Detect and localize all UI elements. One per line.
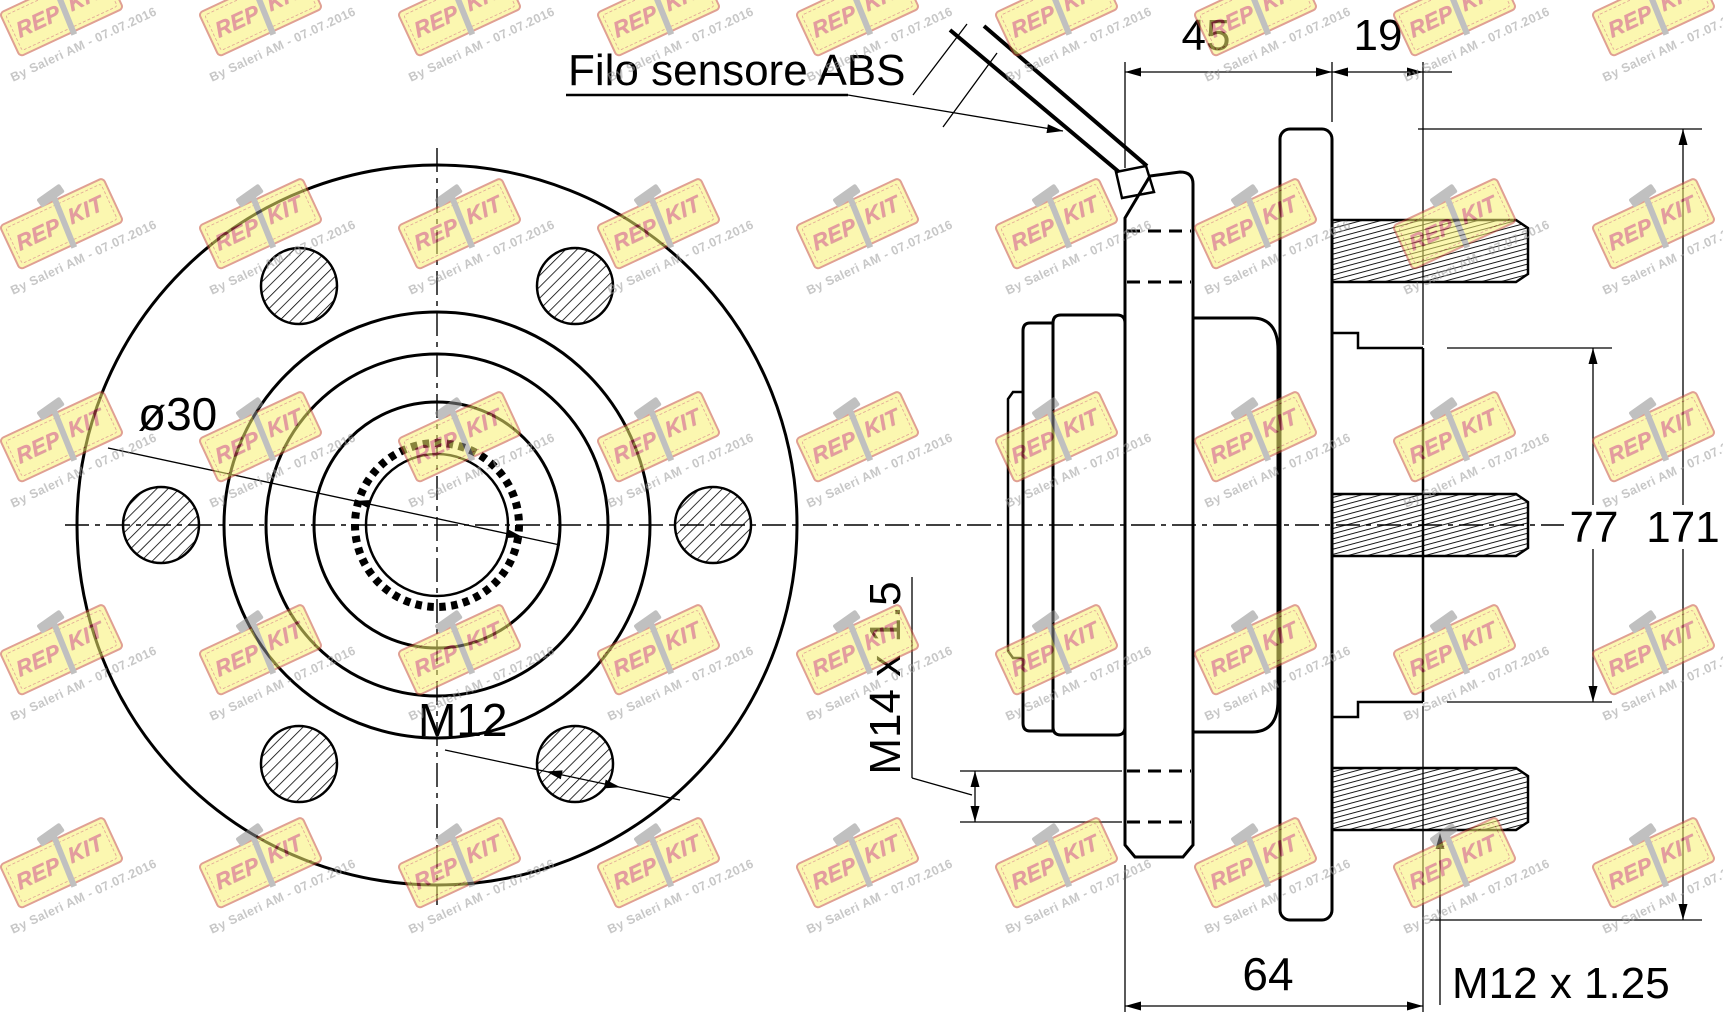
callout-knuckle-thread: M14 x 1.5 <box>861 577 1122 823</box>
wheel-stud <box>1330 766 1530 832</box>
abs-sensor-grommet <box>1114 164 1156 200</box>
spline-diameter-label: ø30 <box>138 388 217 440</box>
bolt-hole <box>121 485 201 565</box>
dim-77-value: 77 <box>1570 503 1619 552</box>
bearing-ring-left <box>1021 321 1055 733</box>
dim-64-value: 64 <box>1242 948 1293 1000</box>
dim-19-value: 19 <box>1354 11 1403 60</box>
abs-sensor-label: Filo sensore ABS <box>568 46 906 95</box>
dim-171-value: 171 <box>1646 503 1719 552</box>
callout-abs-sensor: Filo sensore ABS <box>566 46 1064 134</box>
wheel-stud <box>1330 492 1530 558</box>
wheel-stud <box>1330 218 1530 284</box>
pilot-spigot-bottom <box>1332 700 1423 719</box>
knuckle-thread-label: M14 x 1.5 <box>861 581 910 774</box>
bolt-hole <box>259 724 339 804</box>
dimension-171: 171 <box>1418 128 1723 921</box>
bolt-hole <box>535 724 615 804</box>
stud-thread-label: M12 x 1.25 <box>1452 959 1670 1008</box>
side-view <box>912 23 1530 922</box>
bolt-hole <box>259 246 339 326</box>
abs-sensor-wire <box>912 23 1149 174</box>
bolt-hole <box>673 485 753 565</box>
dimension-45: 45 <box>1124 11 1333 168</box>
bolt-hole-thread-label: M12 <box>418 694 507 746</box>
callout-stud-thread: M12 x 1.25 <box>1435 833 1670 1008</box>
dimension-64: 64 <box>1124 865 1423 1012</box>
pilot-spigot-top <box>1332 331 1423 350</box>
callout-bolt-hole-thread: M12 <box>418 694 681 801</box>
bolt-hole <box>535 246 615 326</box>
knuckle-flange-plate <box>1123 170 1195 859</box>
front-view: ø30 M12 <box>75 163 799 887</box>
dim-45-value: 45 <box>1182 11 1231 60</box>
hub-step-circle-1 <box>222 310 652 740</box>
hub-body <box>1193 316 1280 734</box>
centerlines <box>65 148 1580 905</box>
